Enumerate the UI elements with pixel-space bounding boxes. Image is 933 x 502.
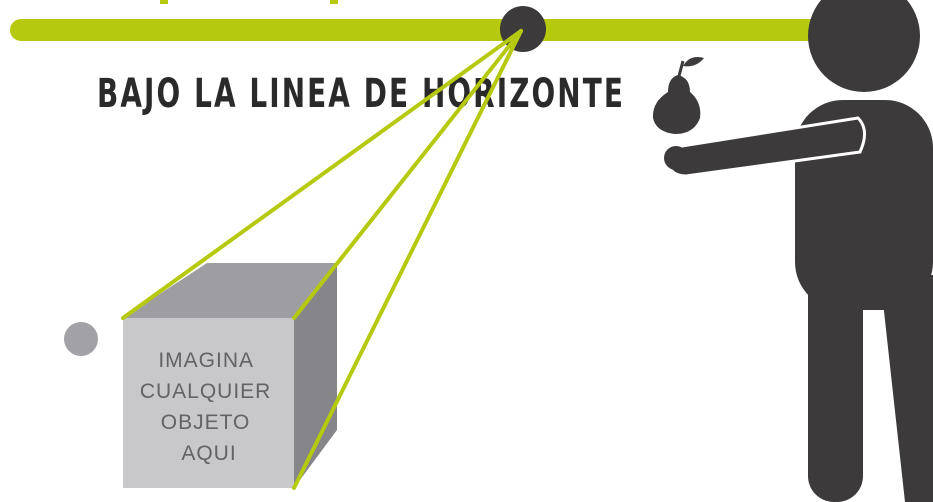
perspective-line-front-bottom-right <box>292 29 523 490</box>
gray-dot <box>64 322 98 356</box>
pear-body <box>652 75 701 134</box>
cube-label: IMAGINA CUALQUIER OBJETO AQUI <box>140 349 278 465</box>
person-silhouette-icon <box>664 0 933 502</box>
cube-label-line-2: CUALQUIER <box>140 380 272 403</box>
horizon-line <box>10 19 855 41</box>
person-front-leg <box>808 250 863 502</box>
pear-icon <box>652 57 704 134</box>
perspective-lines <box>121 29 523 490</box>
top-cut-strip <box>160 0 338 4</box>
cube-label-line-4: AQUI <box>181 442 236 465</box>
cube-label-line-3: OBJETO <box>161 411 251 434</box>
cube-front-face <box>123 318 294 488</box>
pear-stem <box>677 60 685 77</box>
person-back-leg <box>880 275 933 502</box>
pear-leaf <box>683 57 704 67</box>
person-head <box>808 0 920 92</box>
cube-side-face <box>294 263 337 488</box>
cube-top-face <box>123 263 337 318</box>
perspective-line-front-top-left <box>121 29 523 320</box>
perspective-line-front-top-right <box>292 29 523 320</box>
cube: IMAGINA CUALQUIER OBJETO AQUI <box>123 263 337 488</box>
page-title: BAJO LA LINEA DE HORIZONTE <box>97 71 625 117</box>
cube-label-line-1: IMAGINA <box>158 349 253 372</box>
person-hand <box>664 146 688 170</box>
vanishing-point <box>500 6 546 52</box>
